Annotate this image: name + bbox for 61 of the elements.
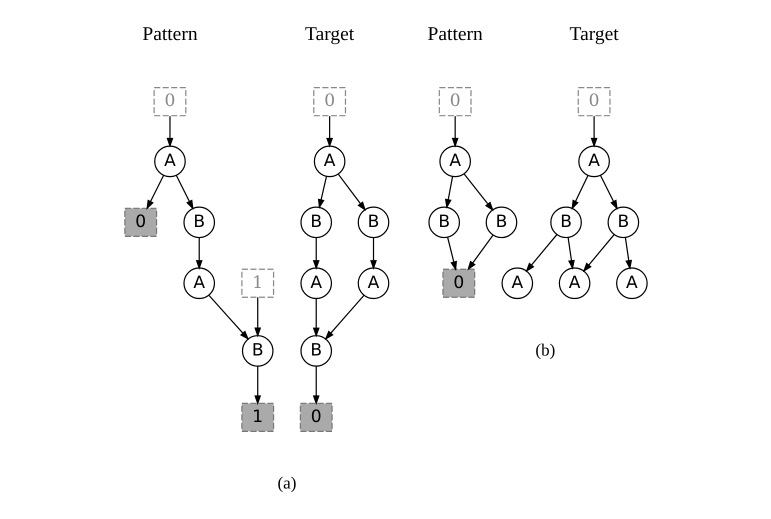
- arrow: [624, 238, 632, 270]
- node-circle: A: [313, 146, 345, 178]
- arrow: [312, 366, 320, 406]
- label: Pattern: [142, 24, 198, 45]
- node-circle: B: [550, 206, 582, 238]
- node-circle: A: [154, 146, 186, 178]
- arrow: [324, 294, 364, 340]
- node-circle: B: [300, 206, 332, 238]
- node-circle: B: [485, 206, 517, 238]
- arrow: [254, 297, 261, 338]
- node-box: 1: [240, 268, 274, 298]
- arrow: [466, 235, 493, 270]
- arrow: [175, 175, 194, 210]
- node-box: 0: [124, 208, 157, 237]
- node-box: 0: [438, 87, 472, 116]
- arrow: [195, 238, 202, 270]
- arrow: [254, 366, 261, 406]
- node-circle: A: [300, 267, 332, 300]
- node-box: 1: [240, 402, 274, 432]
- arrow: [312, 238, 320, 270]
- node-circle: B: [428, 206, 460, 238]
- node-circle: B: [241, 335, 274, 367]
- node-box: 0: [442, 268, 475, 298]
- node-circle: A: [558, 267, 590, 300]
- label: Pattern: [427, 24, 482, 45]
- label: (a): [277, 473, 296, 492]
- node-circle: B: [300, 335, 332, 367]
- node-box: 0: [312, 87, 346, 116]
- node-box: 0: [577, 87, 610, 116]
- arrow: [317, 176, 326, 209]
- arrow: [146, 175, 164, 210]
- arrow: [370, 238, 376, 270]
- label: Target: [569, 24, 618, 45]
- arrow: [166, 116, 173, 148]
- node-circle: B: [607, 206, 639, 238]
- arrow: [525, 234, 557, 272]
- arrow: [312, 298, 320, 338]
- node-circle: A: [616, 267, 648, 300]
- label: (b): [534, 340, 555, 360]
- node-circle: A: [500, 267, 533, 300]
- node-circle: B: [182, 206, 215, 238]
- node-circle: A: [357, 267, 389, 300]
- label: Target: [304, 24, 354, 45]
- arrow: [567, 238, 574, 270]
- node-box: 0: [153, 87, 186, 116]
- arrow: [444, 176, 453, 209]
- node-circle: A: [182, 267, 215, 300]
- node-box: 0: [299, 402, 332, 432]
- arrow: [582, 234, 614, 272]
- node-circle: A: [438, 146, 470, 178]
- arrow: [590, 116, 598, 148]
- arrow: [326, 116, 333, 148]
- arrow: [446, 238, 457, 271]
- arrow: [338, 174, 366, 212]
- arrow: [451, 116, 458, 148]
- arrow: [600, 175, 618, 210]
- node-circle: A: [578, 146, 610, 178]
- arrow: [208, 294, 249, 340]
- arrow: [463, 174, 494, 212]
- node-circle: B: [357, 206, 389, 238]
- arrow: [570, 175, 588, 210]
